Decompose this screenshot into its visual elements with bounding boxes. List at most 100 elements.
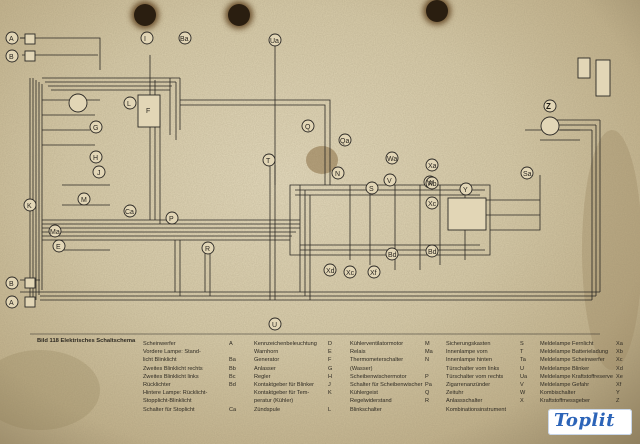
component-combination-switch xyxy=(447,197,487,231)
label-j: J xyxy=(97,170,101,177)
label-xd: Xd xyxy=(326,268,335,275)
wire-p xyxy=(174,240,181,296)
label-y: Y xyxy=(463,187,468,194)
component-bd-right xyxy=(425,244,439,258)
component-q xyxy=(301,119,315,133)
rear-lamp-right xyxy=(577,57,591,79)
component-h xyxy=(89,150,103,164)
label-xc: Xc xyxy=(346,270,355,277)
label-w: W xyxy=(427,180,434,187)
component-i xyxy=(140,31,154,45)
label-r: R xyxy=(205,246,210,253)
label-l: L xyxy=(127,101,131,108)
component-e xyxy=(52,239,66,253)
component-qa xyxy=(338,133,352,147)
component-a-top xyxy=(5,31,19,45)
label-ma: Ma xyxy=(50,229,60,236)
headlamp-bottom-left xyxy=(24,277,36,289)
label-ta: Sa xyxy=(523,171,532,178)
headlamp-top-left xyxy=(24,50,36,62)
wire-upper-run xyxy=(180,99,331,185)
label-ua: Ua xyxy=(270,38,279,45)
component-ua-top xyxy=(268,33,282,47)
stain xyxy=(582,130,640,370)
component-xc-top xyxy=(425,196,439,210)
component-t xyxy=(262,153,276,167)
label-v: V xyxy=(387,178,392,185)
component-m xyxy=(77,192,91,206)
component-xd xyxy=(323,263,337,277)
component-xb xyxy=(425,176,439,190)
components xyxy=(5,31,611,331)
mounting-hole-center xyxy=(228,4,250,26)
component-y xyxy=(459,182,473,196)
component-labels: A B I Ba L F G H J K M Ma Ca E B A P R T… xyxy=(9,36,551,329)
wire-bus-right xyxy=(591,120,601,300)
label-xa: Xa xyxy=(428,163,437,170)
diagram-caption: Bild 118 Elektrisches Schaltschema xyxy=(37,338,136,344)
component-z xyxy=(543,99,557,113)
label-a-top: A xyxy=(9,36,14,43)
label-b-bottom: B xyxy=(9,281,14,288)
label-ca: Ca xyxy=(125,209,134,216)
label-i: I xyxy=(144,36,146,43)
label-qa: Qa xyxy=(340,138,349,145)
component-b-top xyxy=(5,49,19,63)
label-k: K xyxy=(27,203,32,210)
component-wa xyxy=(385,151,399,165)
component-ca xyxy=(123,204,137,218)
component-a-bottom xyxy=(5,295,19,309)
wire-lamp-t xyxy=(269,160,276,300)
component-p xyxy=(165,211,179,225)
label-m: M xyxy=(81,197,87,204)
wire-bus-lower xyxy=(40,291,600,301)
component-g xyxy=(89,120,103,134)
label-q: Q xyxy=(305,124,311,131)
mounting-hole-right xyxy=(426,0,448,22)
label-bd: Bd xyxy=(388,252,397,259)
component-k xyxy=(23,198,37,212)
component-b-bottom xyxy=(5,276,19,290)
wire-junction-box xyxy=(289,184,491,256)
component-l xyxy=(123,96,137,110)
component-r xyxy=(201,241,215,255)
label-n: N xyxy=(335,171,340,178)
label-bd-right: Bd xyxy=(428,249,437,256)
toplit-logo[interactable]: Toplit xyxy=(548,409,632,435)
wire-bundle-left xyxy=(29,78,43,305)
component-xa xyxy=(425,158,439,172)
component-u xyxy=(268,317,282,331)
label-ba: Ba xyxy=(180,36,189,43)
component-ba xyxy=(178,31,192,45)
wire-harness xyxy=(20,37,601,305)
wire-bundle-top-left xyxy=(169,78,181,140)
component-xc xyxy=(343,265,357,279)
label-a-bottom: A xyxy=(9,300,14,307)
headlamp-top-left xyxy=(24,33,36,45)
label-xc-top: Xc xyxy=(428,201,437,208)
component-ma xyxy=(48,224,62,238)
label-t: T xyxy=(266,158,271,165)
component-f xyxy=(137,94,161,128)
stain xyxy=(0,350,100,430)
wire-r xyxy=(204,248,211,296)
logo-text: Toplit xyxy=(554,410,615,431)
label-z: Z xyxy=(546,102,551,111)
rear-lamp-right xyxy=(595,59,611,97)
component-z-sender xyxy=(540,116,560,136)
label-h: H xyxy=(93,155,98,162)
label-b-top: B xyxy=(9,54,14,61)
component-s xyxy=(365,181,379,195)
label-g: G xyxy=(93,125,98,132)
